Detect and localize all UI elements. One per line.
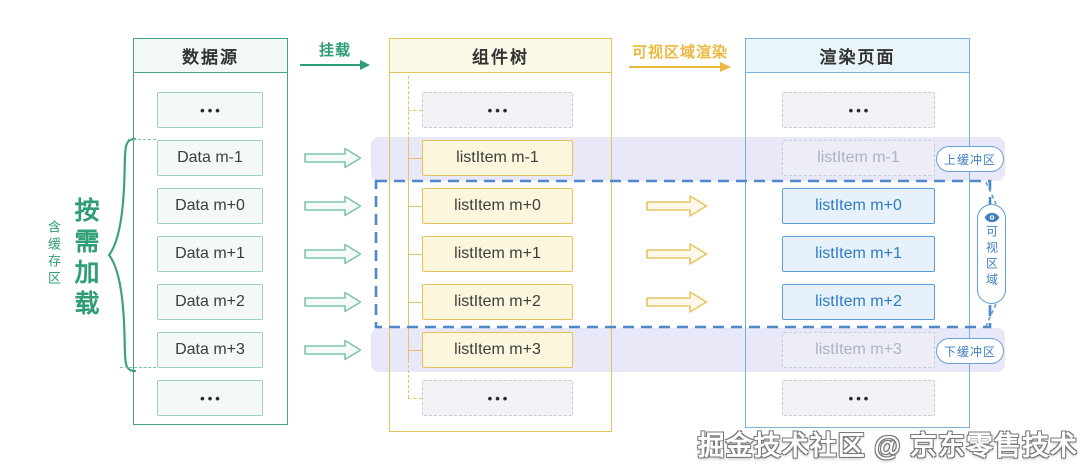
tree-item-m-0: listItem m+0 [422,188,573,224]
on-demand-brace [107,137,136,373]
viewport-render-arrow-label: 可视区域渲染 [631,44,728,61]
render-item-m-0: listItem m+0 [782,188,935,224]
block-arrow-yellow-m-0 [646,195,708,217]
tree-trunk-solid [408,140,409,360]
data-item-ellipsis-top: ••• [157,92,263,128]
tree-branch-m-0 [408,206,422,207]
data-item-m-plus-2: Data m+2 [157,284,263,320]
viewport-render-arrow [629,62,731,72]
viewport-dashed-rect [374,179,992,329]
data-source-title: 数据源 [134,39,287,73]
data-item-ellipsis-bottom: ••• [157,380,263,416]
tree-branch-m-plus-2 [408,302,422,303]
with-cache-label: 含缓存区 [46,220,61,288]
render-item-m-plus-1: listItem m+1 [782,236,935,272]
block-arrow-yellow-m-plus-2 [646,291,708,313]
render-item-ellipsis-bottom: ••• [782,380,935,416]
component-tree-column: 组件树 [389,38,612,432]
data-source-column: 数据源 [133,38,288,425]
tree-item-ellipsis-top: ••• [422,92,573,128]
on-demand-load-label: 按需加载 [71,197,99,321]
tree-trunk-top-dashed [408,76,409,140]
block-arrow-yellow-m-plus-1 [646,243,708,265]
tree-branch-m-1 [408,158,422,159]
mount-arrow [300,60,370,70]
block-arrow-green-m-1 [304,147,362,169]
data-item-m-plus-1: Data m+1 [157,236,263,272]
tree-branch-ellipsis-top [408,110,422,111]
visible-area-label: 可视区域 [984,225,999,289]
render-item-m-plus-3-buffered: listItem m+3 [782,332,935,368]
mount-arrow-label: 挂载 [318,42,351,59]
lower-buffer-pill: 下缓冲区 [936,338,1004,364]
tree-branch-m-plus-1 [408,254,422,255]
render-page-title: 渲染页面 [746,39,969,73]
data-item-m-1: Data m-1 [157,140,263,176]
data-item-m-plus-3: Data m+3 [157,332,263,368]
brace-stub-bottom [120,367,156,368]
block-arrow-green-m-plus-1 [304,243,362,265]
brace-stub-top [128,139,156,140]
tree-trunk-bottom-dashed [408,360,409,398]
tree-branch-m-plus-3 [408,350,422,351]
render-item-m-1-buffered: listItem m-1 [782,140,935,176]
upper-buffer-pill: 上缓冲区 [936,146,1004,172]
capsule-connector-top [985,181,997,205]
component-tree-title: 组件树 [390,39,611,73]
tree-item-m-plus-1: listItem m+1 [422,236,573,272]
tree-item-m-plus-2: listItem m+2 [422,284,573,320]
tree-item-ellipsis-bottom: ••• [422,380,573,416]
render-item-m-plus-2: listItem m+2 [782,284,935,320]
tree-branch-ellipsis-bottom [408,398,422,399]
render-page-column: 渲染页面 [745,38,970,428]
tree-item-m-1: listItem m-1 [422,140,573,176]
block-arrow-green-m-plus-3 [304,339,362,361]
block-arrow-green-m-0 [304,195,362,217]
tree-item-m-plus-3: listItem m+3 [422,332,573,368]
data-item-m-0: Data m+0 [157,188,263,224]
watermark: 掘金技术社区 @ 京东零售技术 [697,431,1078,461]
eye-icon [984,212,999,223]
visible-area-capsule: 可视区域 [977,204,1006,304]
render-item-ellipsis-top: ••• [782,92,935,128]
block-arrow-green-m-plus-2 [304,291,362,313]
capsule-connector-bottom [985,303,997,327]
